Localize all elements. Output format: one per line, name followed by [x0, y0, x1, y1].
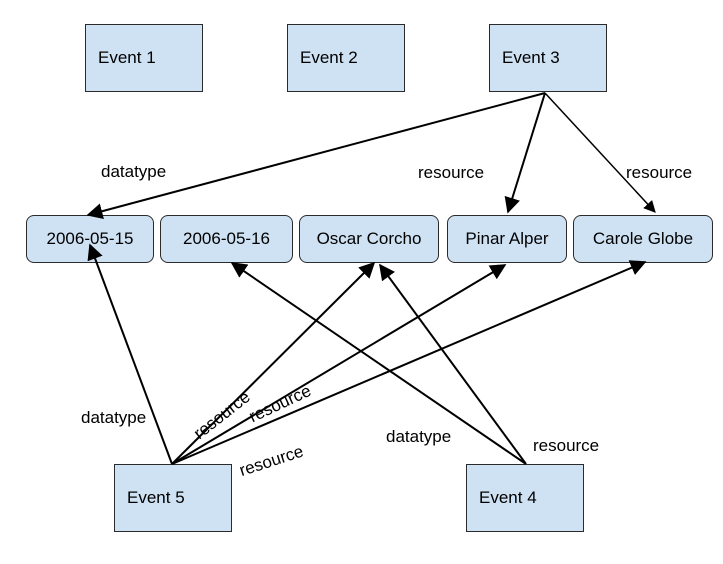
- value-oscar-corcho-node: Oscar Corcho: [299, 215, 439, 263]
- edge-e3-v4: [504, 92, 546, 214]
- event-5-node: Event 5: [114, 464, 232, 532]
- edge-e4-v2: [230, 262, 527, 465]
- edge-e5-v5: [171, 260, 647, 465]
- event-4-node: Event 4: [466, 464, 584, 532]
- edge-label-e4-v3: resource: [533, 436, 600, 455]
- value-oscar-corcho-label: Oscar Corcho: [316, 229, 422, 248]
- edge-label-e5-v1: datatype: [81, 408, 147, 427]
- value-2006-05-16-label: 2006-05-16: [183, 229, 270, 248]
- edge-label-e3-v1: datatype: [101, 162, 167, 181]
- edge-label-e3-v4: resource: [418, 163, 485, 182]
- value-carole-globe-label: Carole Globe: [592, 229, 694, 248]
- value-pinar-alper-label: Pinar Alper: [465, 229, 549, 248]
- event-3-node: Event 3: [489, 24, 607, 92]
- edge-e5-v3: [171, 261, 376, 465]
- value-2006-05-15-label: 2006-05-15: [46, 229, 134, 248]
- edge-e5-v1: [87, 243, 173, 465]
- value-2006-05-15-node: 2006-05-15: [26, 215, 154, 263]
- event-5-label: Event 5: [127, 488, 185, 507]
- event-1-node: Event 1: [85, 24, 203, 92]
- event-4-label: Event 4: [479, 488, 537, 507]
- edge-e4-v3: [379, 263, 527, 465]
- edge-label-e4-v2: datatype: [386, 427, 452, 446]
- edge-e3-v5: [544, 92, 656, 213]
- edge-e3-v1: [86, 92, 546, 220]
- value-pinar-alper-node: Pinar Alper: [447, 215, 567, 263]
- event-3-label: Event 3: [502, 48, 560, 67]
- value-carole-globe-node: Carole Globe: [573, 215, 713, 263]
- event-2-node: Event 2: [287, 24, 405, 92]
- value-2006-05-16-node: 2006-05-16: [160, 215, 293, 263]
- event-1-label: Event 1: [98, 48, 156, 67]
- edge-label-e3-v5: resource: [626, 163, 693, 182]
- event-2-label: Event 2: [300, 48, 358, 67]
- edge-e5-v4: [171, 264, 507, 465]
